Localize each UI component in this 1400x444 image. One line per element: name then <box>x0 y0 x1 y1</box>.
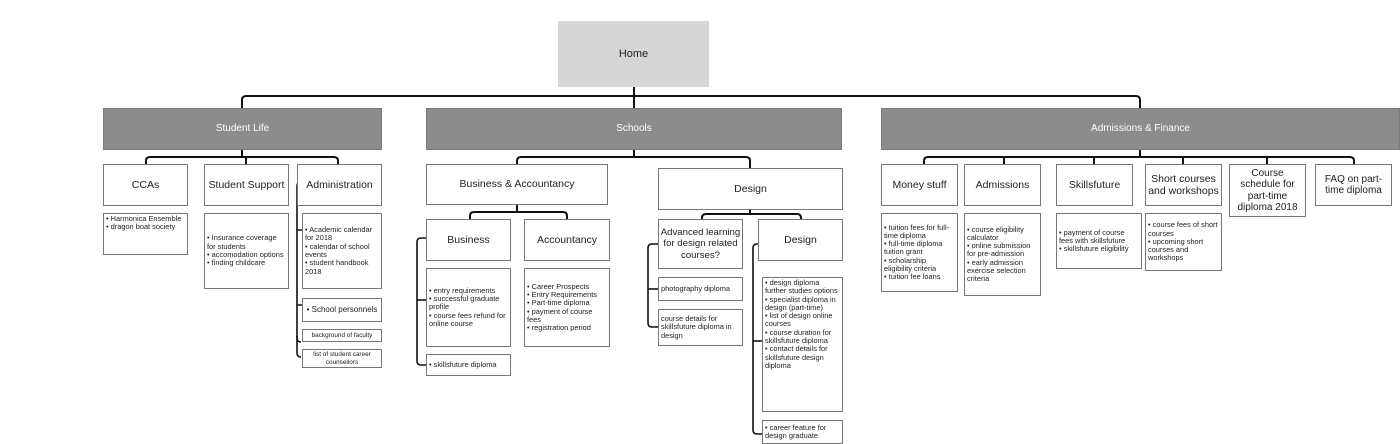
course-details-label: course details for skillsfuture diploma … <box>661 314 732 340</box>
advanced-learning-node[interactable]: Advanced learning for design related cou… <box>658 219 743 269</box>
ccas-items: • Harmonica Ensemble • dragon boat socie… <box>103 213 188 255</box>
ccas-node[interactable]: CCAs <box>103 164 188 206</box>
skillsfuture-items: • payment of course fees with skillsfutu… <box>1056 213 1142 269</box>
list-item: • contact details for skillsfuture desig… <box>765 344 828 370</box>
accountancy-items: • Career Prospects • Entry Requirements … <box>524 268 610 347</box>
school-personnels-label: • School personnels <box>306 304 378 314</box>
list-item: • course fees refund for online course <box>429 310 506 328</box>
money-stuff-items: • tuition fees for full-time diploma • f… <box>881 213 958 292</box>
list-item: • full-time diploma tuition grant <box>884 239 943 257</box>
list-item: • successful graduate profile <box>429 294 500 312</box>
student-support-items: • Insurance coverage for students • acco… <box>204 213 289 289</box>
list-item: • course duration for skillsfuture diplo… <box>765 327 832 345</box>
course-schedule-node[interactable]: Course schedule for part-time diploma 20… <box>1229 164 1306 217</box>
faculty-node[interactable]: background of faculty <box>302 329 382 342</box>
design-node[interactable]: Design <box>758 219 843 261</box>
administration-node[interactable]: Administration <box>297 164 382 206</box>
list-item: • tuition fee loans <box>884 272 941 282</box>
list-item: • specialist diploma in design (part-tim… <box>765 294 836 312</box>
list-item: • Entry Requirements <box>527 289 597 299</box>
advanced-learning-label: Advanced learning for design related cou… <box>660 227 741 261</box>
list-item: • tuition fees for full-time diploma <box>884 222 950 240</box>
section-admissions-finance[interactable]: Admissions & Finance <box>881 108 1400 150</box>
list-item: • student handbook 2018 <box>305 258 369 276</box>
list-item: • Insurance coverage for students <box>207 233 277 251</box>
photography-diploma-node[interactable]: photography diploma <box>658 277 743 301</box>
list-item: • upcoming short courses and workshops <box>1148 236 1204 263</box>
skillsfuture-diploma-node[interactable]: • skillsfuture diploma <box>426 354 511 376</box>
home-node[interactable]: Home <box>558 21 709 87</box>
business-label: Business <box>447 233 490 246</box>
list-item: • online submission for pre-admission <box>967 241 1031 259</box>
money-stuff-label: Money stuff <box>892 178 947 191</box>
list-item: • Harmonica Ensemble <box>106 214 182 223</box>
section-admissions-label: Admissions & Finance <box>1091 123 1190 135</box>
section-schools[interactable]: Schools <box>426 108 842 150</box>
accountancy-label: Accountancy <box>536 233 598 246</box>
admissions-label: Admissions <box>975 178 1030 191</box>
short-courses-label: Short courses and workshops <box>1148 172 1219 197</box>
section-student-life[interactable]: Student Life <box>103 108 382 150</box>
counsellors-label: list of student career counsellors <box>313 351 371 366</box>
list-item: • Academic calendar for 2018 <box>305 225 373 243</box>
list-item: • calendar of school events <box>305 241 370 259</box>
money-stuff-node[interactable]: Money stuff <box>881 164 958 206</box>
list-item: • early admission exercise selection cri… <box>967 257 1026 284</box>
short-courses-node[interactable]: Short courses and workshops <box>1145 164 1222 206</box>
list-item: • scholarship eligibility criteria <box>884 255 937 273</box>
business-accountancy-label: Business & Accountancy <box>459 178 575 191</box>
course-schedule-label: Course schedule for part-time diploma 20… <box>1237 167 1298 214</box>
design-group-node[interactable]: Design <box>658 168 843 210</box>
business-items: • entry requirements • successful gradua… <box>426 268 511 347</box>
list-item: • Part-time diploma <box>527 298 590 308</box>
school-personnels-node[interactable]: • School personnels <box>302 298 382 322</box>
list-item: • payment of course fees <box>527 306 593 324</box>
list-item: • payment of course fees with skillsfutu… <box>1059 227 1126 245</box>
counsellors-node[interactable]: list of student career counsellors <box>302 349 382 368</box>
list-item: • entry requirements <box>429 285 496 295</box>
skillsfuture-label: Skillsfuture <box>1068 178 1121 191</box>
administration-label: Administration <box>306 178 373 191</box>
faq-label: FAQ on part-time diploma <box>1324 173 1383 197</box>
design-items: • design diploma further studies options… <box>762 277 843 412</box>
list-item: • skillsfuture eligibility <box>1059 244 1129 254</box>
list-item: • career feature for design graduate <box>765 422 827 440</box>
business-accountancy-node[interactable]: Business & Accountancy <box>426 164 608 205</box>
skillsfuture-node[interactable]: Skillsfuture <box>1056 164 1133 206</box>
list-item: • course fees of short courses <box>1148 220 1218 238</box>
section-schools-label: Schools <box>616 123 652 135</box>
list-item: • finding childcare <box>207 258 266 268</box>
admissions-items: • course eligibility calculator • online… <box>964 213 1041 296</box>
list-item: • list of design online courses <box>765 311 833 329</box>
section-student-life-label: Student Life <box>215 123 270 135</box>
list-item: • course eligibility calculator <box>967 224 1024 242</box>
list-item: • dragon boat society <box>106 222 176 232</box>
list-item: • skillsfuture diploma <box>429 359 497 369</box>
student-support-node[interactable]: Student Support <box>204 164 289 206</box>
list-item: • registration period <box>527 323 591 333</box>
list-item: • Career Prospects <box>527 281 590 291</box>
list-item: • design diploma further studies options <box>765 278 838 296</box>
faq-node[interactable]: FAQ on part-time diploma <box>1315 164 1392 206</box>
course-details-node[interactable]: course details for skillsfuture diploma … <box>658 309 743 346</box>
ccas-label: CCAs <box>131 178 160 191</box>
career-feature-node[interactable]: • career feature for design graduate <box>762 420 843 444</box>
design-group-label: Design <box>734 182 767 195</box>
short-courses-items: • course fees of short courses • upcomin… <box>1145 213 1222 271</box>
accountancy-node[interactable]: Accountancy <box>524 219 610 261</box>
design-label: Design <box>784 233 817 246</box>
business-node[interactable]: Business <box>426 219 511 261</box>
home-label: Home <box>618 47 649 60</box>
faculty-label: background of faculty <box>311 331 373 339</box>
administration-items: • Academic calendar for 2018 • calendar … <box>302 213 382 289</box>
photography-diploma-label: photography diploma <box>661 283 731 293</box>
admissions-node[interactable]: Admissions <box>964 164 1041 206</box>
list-item: • accomodation options <box>207 250 284 259</box>
student-support-label: Student Support <box>208 178 285 191</box>
